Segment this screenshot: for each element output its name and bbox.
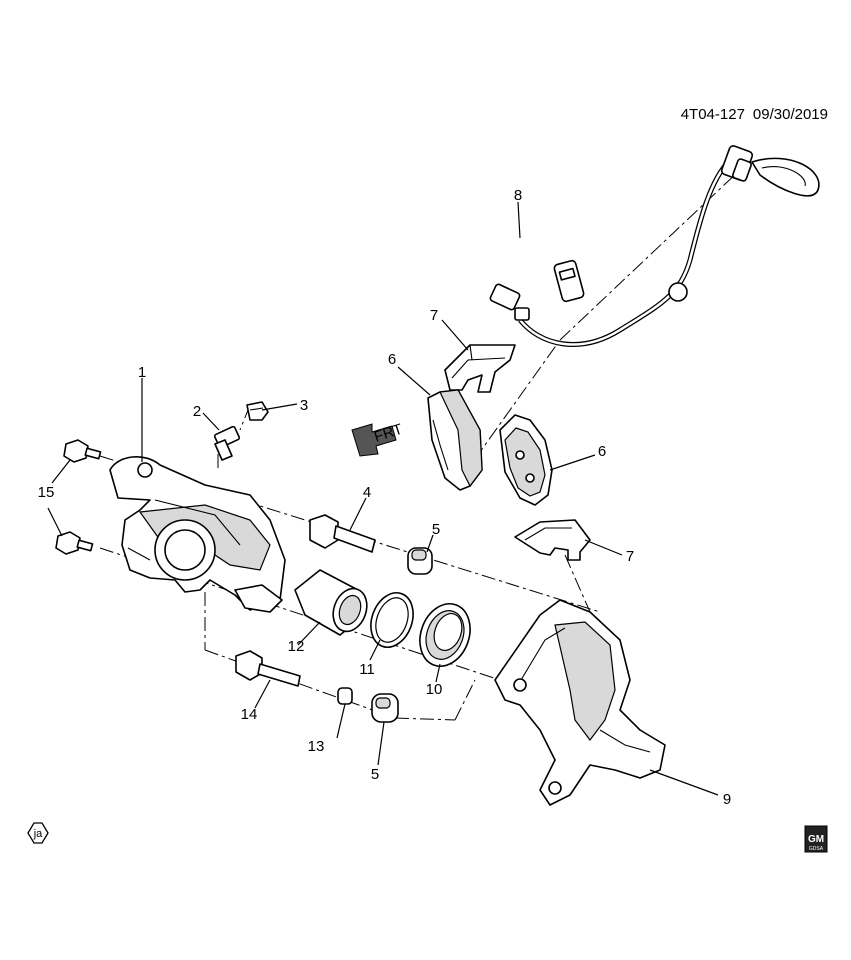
- callout-leaders: [47, 201, 719, 796]
- wheel-speed-sensor-harness: [489, 145, 820, 347]
- gm-logo-bottom: GDSA: [809, 846, 824, 852]
- front-direction-label: FRT: [372, 421, 405, 446]
- pad-clip-upper: [444, 344, 516, 393]
- guide-bushing: [337, 687, 353, 705]
- callout-6-outer-pad: 6: [598, 443, 606, 460]
- callout-5-upper: 5: [432, 521, 440, 538]
- callout-7-lower-clip: 7: [626, 548, 634, 565]
- brake-pad-inner: [427, 389, 483, 491]
- callout-1: 1: [138, 364, 146, 381]
- gm-logo: GM GDSA: [804, 825, 828, 853]
- bleeder-valve: [213, 425, 241, 461]
- diagram-date: 09/30/2019: [753, 106, 828, 123]
- piston-dust-boot: [419, 603, 471, 667]
- callout-labels: 1 2 3 4 5 5 6 6 7 7 8 9 10 11 12 13 14 1…: [38, 187, 732, 808]
- guide-pin-boot-upper: [407, 547, 433, 575]
- callout-14: 14: [241, 706, 258, 723]
- callout-4: 4: [363, 484, 371, 501]
- diagram-code: 4T04-127: [681, 106, 745, 123]
- callout-7-upper-clip: 7: [430, 307, 438, 324]
- guide-pin-bolt: [309, 514, 376, 553]
- guide-pin-boot-lower: [371, 693, 399, 723]
- caliper-mounting-bracket: [494, 599, 666, 806]
- callout-12: 12: [288, 638, 305, 655]
- caliper-bolt-lower: [55, 531, 94, 555]
- callout-6-inner-pad: 6: [388, 351, 396, 368]
- gm-logo-top: GM: [808, 834, 824, 845]
- caliper-bolt-upper: [63, 439, 102, 463]
- bleeder-cap: [246, 401, 269, 421]
- callout-2: 2: [193, 403, 201, 420]
- caliper-housing: [109, 455, 286, 613]
- callout-9: 9: [723, 791, 731, 808]
- ja-badge-label: ja: [33, 828, 43, 840]
- piston-seal: [370, 592, 414, 648]
- callout-15: 15: [38, 484, 55, 501]
- lower-guide-bolt: [235, 650, 301, 687]
- pad-clip-lower: [514, 519, 591, 561]
- caliper-piston: [294, 569, 368, 636]
- callout-11: 11: [359, 661, 375, 678]
- callout-5-lower: 5: [371, 766, 379, 783]
- diagram-header: 4T04-127 09/30/2019: [681, 106, 828, 123]
- callout-8: 8: [514, 187, 522, 204]
- front-direction-arrow-icon: FRT: [351, 421, 405, 457]
- brake-pad-outer: [499, 414, 553, 506]
- callout-3: 3: [300, 397, 308, 414]
- callout-10: 10: [426, 681, 443, 698]
- callout-13: 13: [308, 738, 325, 755]
- ja-badge: ja: [27, 822, 49, 844]
